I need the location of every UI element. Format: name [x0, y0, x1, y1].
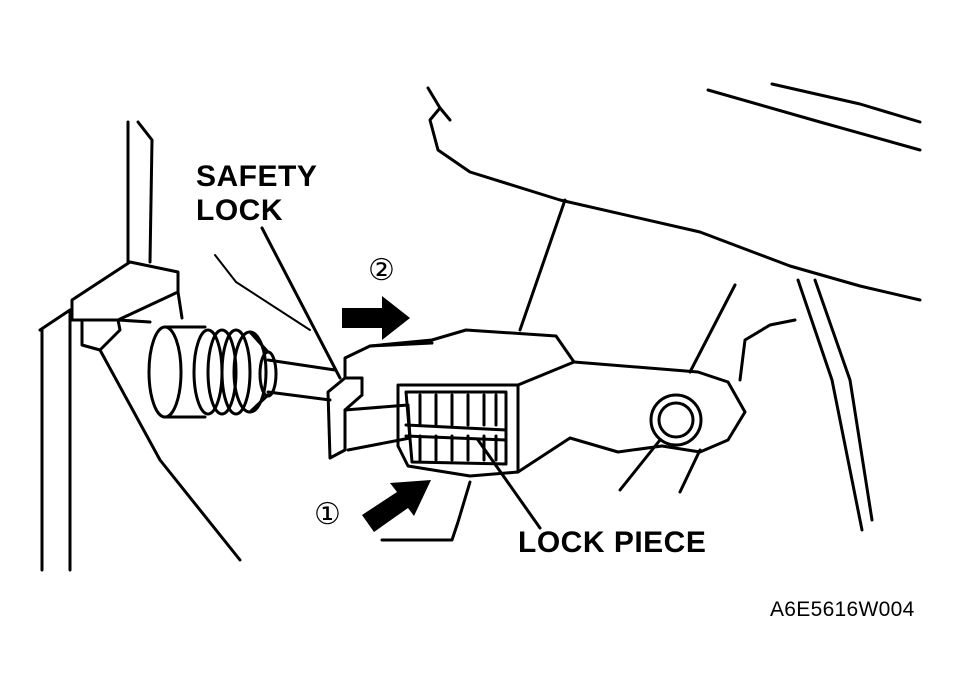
figure-code: A6E5616W004: [770, 598, 915, 621]
arrow-2-icon: [342, 296, 410, 340]
faint-guide-line: [214, 254, 311, 331]
safety-lock-clip: [326, 341, 434, 460]
safety-lock-leader: [260, 226, 342, 380]
arrow-1-icon: [362, 480, 431, 532]
step-2-marker: ②: [368, 253, 395, 288]
lock-piece-leader: [476, 438, 542, 530]
transmission-case: [426, 82, 922, 532]
cable-grommet: [147, 325, 278, 419]
callout-bracket-line: [380, 480, 472, 542]
lock-piece-body: [368, 328, 576, 478]
lever-arm: [516, 360, 747, 474]
mounting-bracket: [38, 120, 242, 572]
cable-rod: [266, 358, 337, 402]
safety-lock-label-line-2: LOCK: [196, 194, 283, 227]
safety-lock-label: SAFETY LOCK: [196, 160, 317, 228]
step-1-marker: ①: [314, 497, 341, 532]
lock-piece-label: LOCK PIECE: [518, 526, 707, 559]
safety-lock-label-line-1: SAFETY: [196, 160, 318, 193]
